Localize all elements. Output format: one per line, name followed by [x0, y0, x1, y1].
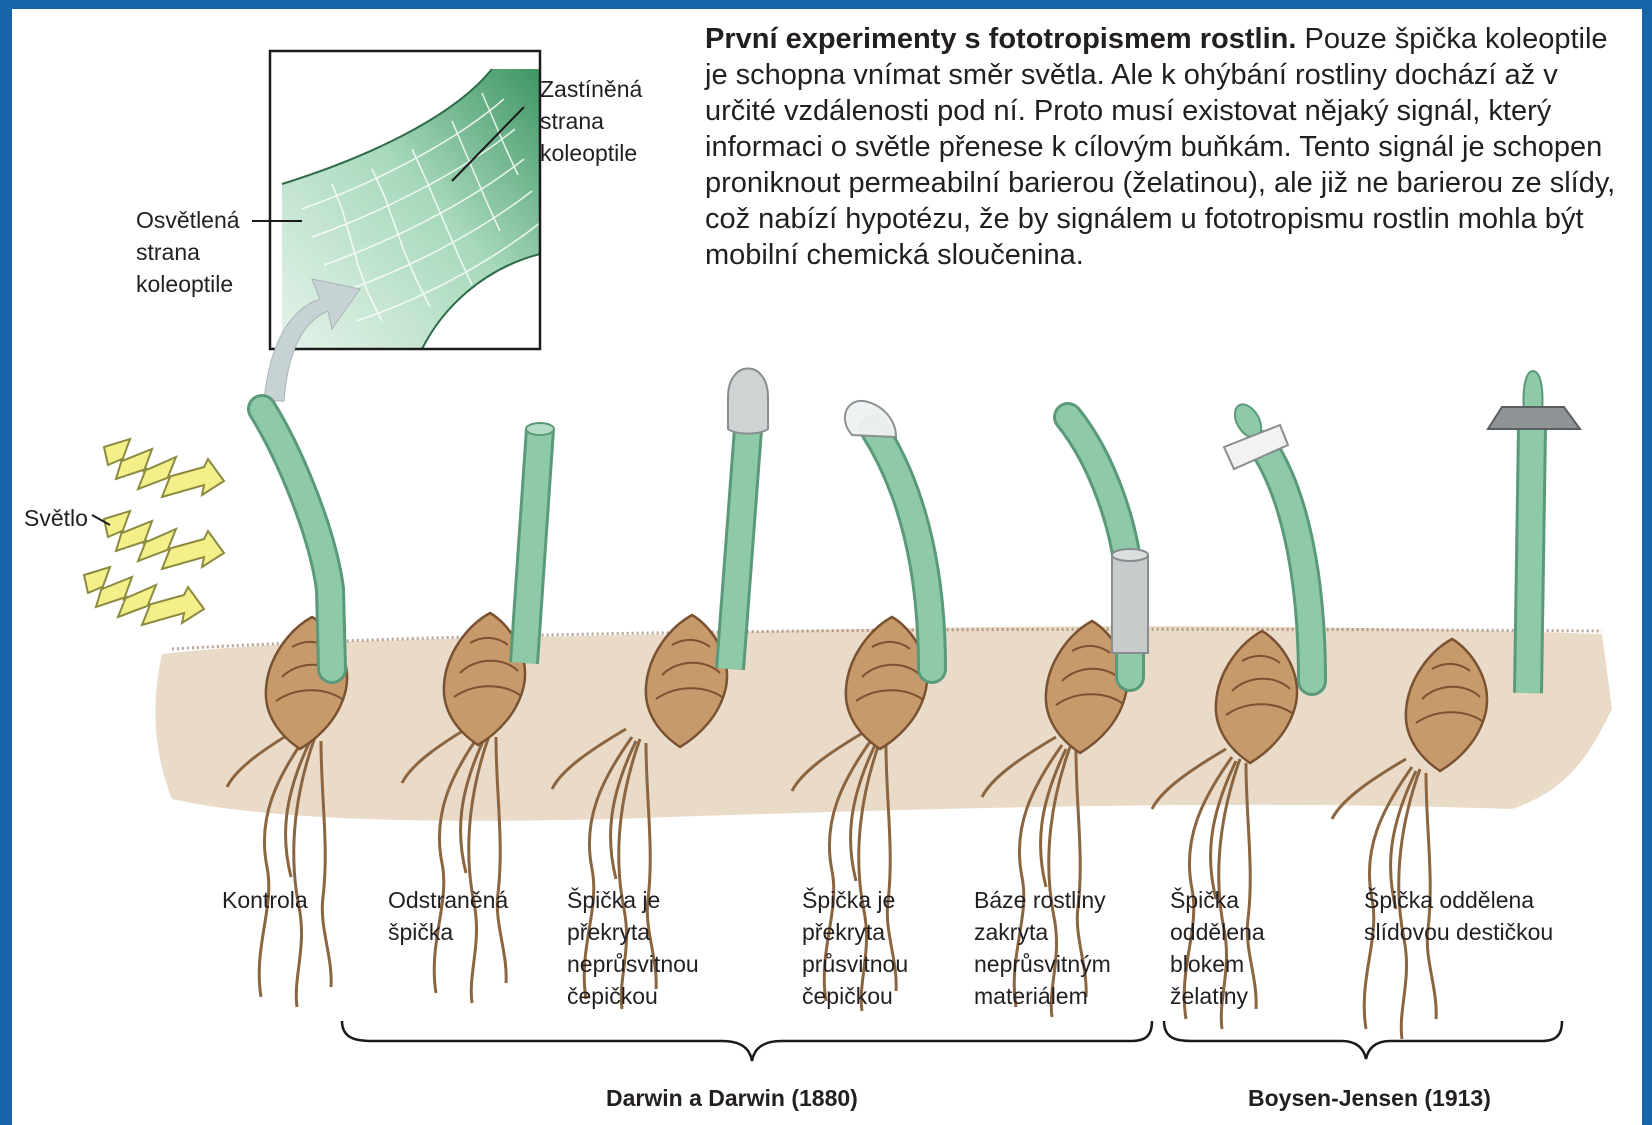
label-lit-side: Osvětlená strana koleoptile	[136, 204, 240, 300]
caption-title: První experimenty s fototropismem rostli…	[705, 23, 1296, 55]
group-label-darwin: Darwin a Darwin (1880)	[606, 1085, 858, 1112]
brace-boysen	[1164, 1021, 1562, 1059]
figure-canvas: První experimenty s fototropismem rostli…	[12, 9, 1642, 1125]
figure-caption: První experimenty s fototropismem rostli…	[705, 21, 1635, 273]
caption-body: Pouze špička koleoptile je schopna vníma…	[705, 23, 1615, 271]
label-plant-6: Špička oddělena blokem želatiny	[1170, 884, 1265, 1012]
brace-darwin	[342, 1021, 1152, 1061]
label-plant-7: Špička oddělena slídovou destičkou	[1364, 884, 1553, 948]
group-label-boysen-jensen: Boysen-Jensen (1913)	[1248, 1085, 1491, 1112]
label-plant-2: Odstraněná špička	[388, 884, 508, 948]
label-plant-4: Špička je překryta průsvitnou čepičkou	[802, 884, 908, 1012]
label-plant-3: Špička je překryta neprůsvitnou čepičkou	[567, 884, 699, 1012]
label-plant-5: Báze rostliny zakryta neprůsvitným mater…	[974, 884, 1111, 1012]
label-shaded-side: Zastíněná strana koleoptile	[540, 73, 642, 169]
label-light: Světlo	[24, 502, 88, 534]
light-bolts	[84, 439, 224, 625]
label-plant-1: Kontrola	[222, 884, 308, 916]
